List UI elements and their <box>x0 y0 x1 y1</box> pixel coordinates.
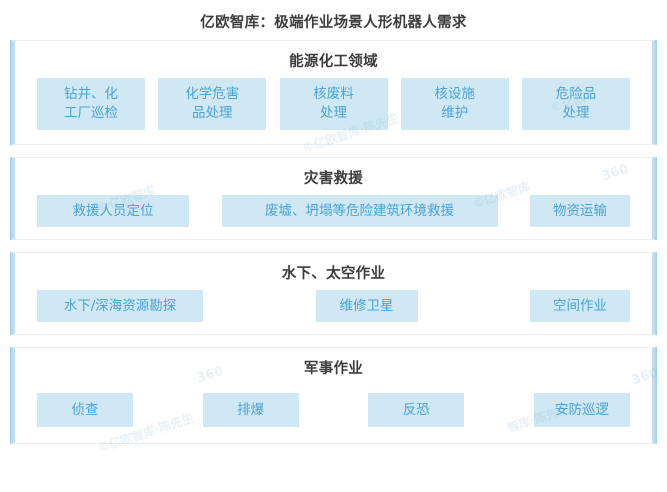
chip-item[interactable]: 物资运输 <box>530 195 630 227</box>
chip-item[interactable]: 危险品 处理 <box>522 78 630 130</box>
chip-item[interactable]: 救援人员定位 <box>37 195 189 227</box>
chip-item[interactable]: 化学危害 品处理 <box>158 78 267 130</box>
chip-item[interactable]: 侦查 <box>37 393 133 427</box>
page-title: 亿欧智库：极端作业场景人形机器人需求 <box>200 15 467 31</box>
section-rescue: 灾害救援 救援人员定位 废墟、坍塌等危险建筑环境救援 物资运输 <box>10 157 657 240</box>
chip-row-energy: 钻井、化 工厂巡检 化学危害 品处理 核废料 处理 核设施 维护 危险品 处理 <box>15 78 652 144</box>
chip-item[interactable]: 反恐 <box>368 393 465 427</box>
chip-row-rescue: 救援人员定位 废墟、坍塌等危险建筑环境救援 物资运输 <box>15 195 652 239</box>
sections-board: 能源化工领域 钻井、化 工厂巡检 化学危害 品处理 核废料 处理 核设施 维护 … <box>10 40 657 456</box>
chip-item[interactable]: 水下/深海资源勘探 <box>37 290 203 322</box>
section-title-energy: 能源化工领域 <box>289 54 378 70</box>
chip-row-military: 侦查 排爆 反恐 安防巡逻 <box>15 385 652 443</box>
section-military: 军事作业 侦查 排爆 反恐 安防巡逻 <box>10 347 657 444</box>
section-title-underwater-space: 水下、太空作业 <box>281 266 386 282</box>
chip-item[interactable]: 空间作业 <box>530 290 630 322</box>
chip-item[interactable]: 钻井、化 工厂巡检 <box>37 78 145 130</box>
section-title-military: 军事作业 <box>303 361 364 377</box>
chip-item[interactable]: 维修卫星 <box>315 290 418 322</box>
chip-item[interactable]: 废墟、坍塌等危险建筑环境救援 <box>221 195 498 227</box>
section-energy: 能源化工领域 钻井、化 工厂巡检 化学危害 品处理 核废料 处理 核设施 维护 … <box>10 40 657 145</box>
chip-item[interactable]: 排爆 <box>202 393 299 427</box>
section-underwater-space: 水下、太空作业 水下/深海资源勘探 维修卫星 空间作业 <box>10 252 657 335</box>
chip-item[interactable]: 核废料 处理 <box>279 78 388 130</box>
chip-item[interactable]: 核设施 维护 <box>400 78 509 130</box>
chip-item[interactable]: 安防巡逻 <box>533 393 630 427</box>
section-title-rescue: 灾害救援 <box>303 171 364 187</box>
chip-row-underwater-space: 水下/深海资源勘探 维修卫星 空间作业 <box>15 290 652 334</box>
